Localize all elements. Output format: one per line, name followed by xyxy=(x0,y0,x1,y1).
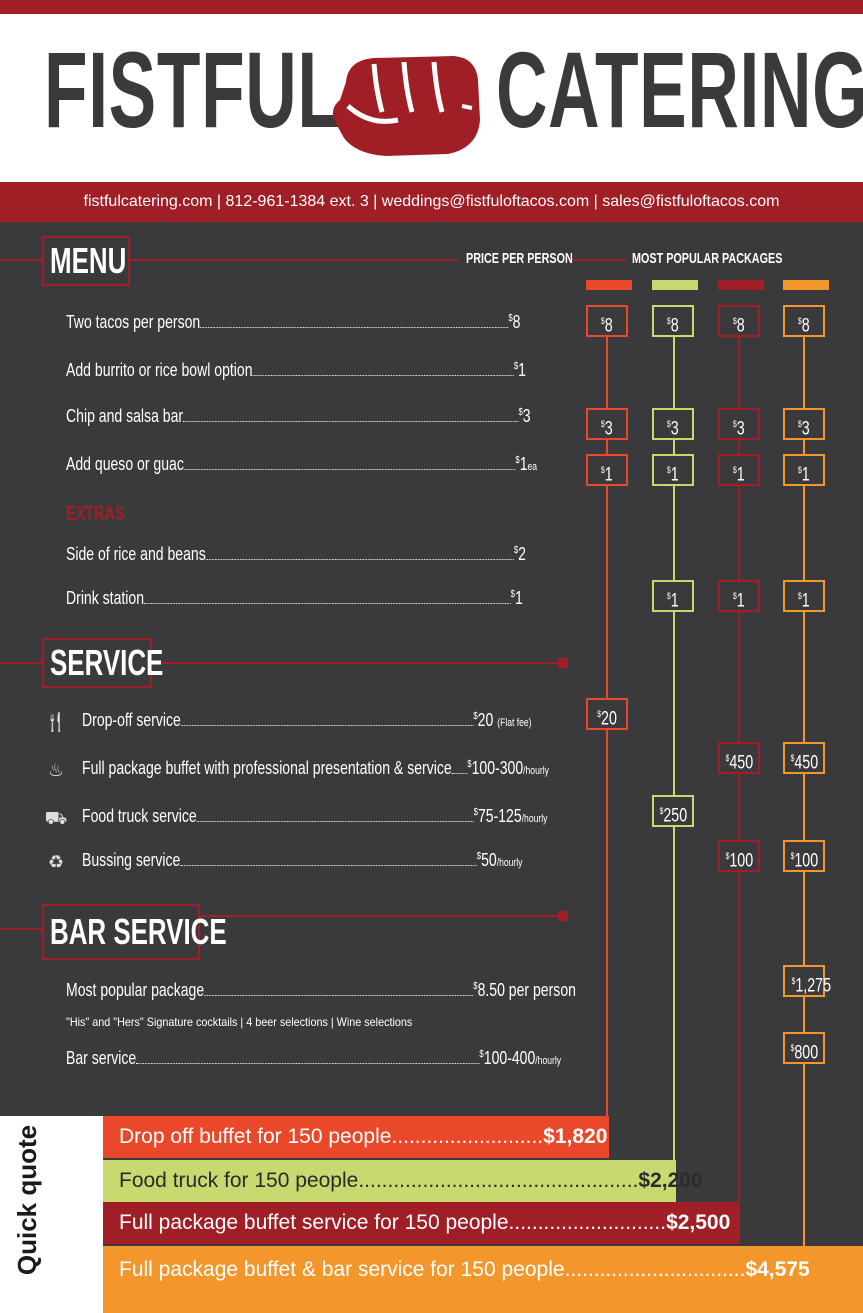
food-truck-icon: ⛟ xyxy=(44,808,68,828)
quote-row-buffet-bar: Full package buffet & bar service for 15… xyxy=(103,1246,863,1313)
header: FISTFUL CATERING xyxy=(0,0,863,182)
bussing-icon: ♻ xyxy=(47,852,65,872)
package-4-popular-bar-price: $1,275 xyxy=(783,965,831,997)
package-1-dropoff-price: $20 xyxy=(586,698,628,730)
bar-rule-right xyxy=(198,915,564,917)
quick-quote-side-panel xyxy=(0,1116,103,1313)
top-accent-bar xyxy=(0,0,863,14)
package-3-buffet-price: $450 xyxy=(718,742,760,774)
package-3-color-bar xyxy=(718,280,764,290)
service-item-bussing: Bussing service$50/hourly xyxy=(82,850,523,870)
menu-title: MENU xyxy=(50,240,127,281)
package-2-line xyxy=(673,320,675,1162)
menu-title-box: MENU xyxy=(42,236,130,286)
package-2-chips-price: $3 xyxy=(652,408,694,440)
quick-quote-label: Quick quote xyxy=(12,1124,42,1276)
package-4-buffet-price: $450 xyxy=(783,742,825,774)
menu-rule-right xyxy=(128,259,458,261)
menu-item-queso: Add queso or guac$1ea xyxy=(66,454,538,474)
chef-hat-icon: ♨ xyxy=(47,760,65,780)
extras-title: EXTRAS xyxy=(66,503,125,525)
bar-item-service: Bar service$100-400/hourly xyxy=(66,1048,562,1068)
quote-row-truck: Food truck for 150 people...............… xyxy=(103,1160,703,1202)
contact-bar: fistfulcatering.com | 812-961-1384 ext. … xyxy=(0,182,863,222)
package-3-queso-price: $1 xyxy=(718,454,760,486)
package-1-color-bar xyxy=(586,280,632,290)
header-rule-mid xyxy=(572,259,626,261)
bar-rule-end xyxy=(558,911,568,921)
quote-row-buffet: Full package buffet service for 150 peop… xyxy=(103,1202,740,1244)
package-4-bar-service-price: $800 xyxy=(783,1032,825,1064)
package-2-truck-price: $250 xyxy=(652,795,694,827)
package-1-chips-price: $3 xyxy=(586,408,628,440)
service-rule-end xyxy=(558,658,568,668)
extra-item-drink: Drink station$1 xyxy=(66,588,523,608)
service-rule-right xyxy=(150,662,564,664)
bar-title: BAR SERVICE xyxy=(50,911,227,952)
package-4-queso-price: $1 xyxy=(783,454,825,486)
service-item-truck: Food truck service$75-125/hourly xyxy=(82,806,548,826)
bar-title-box: BAR SERVICE xyxy=(42,904,227,960)
package-1-tacos-price: $8 xyxy=(586,305,628,337)
package-3-chips-price: $3 xyxy=(718,408,760,440)
package-1-queso-price: $1 xyxy=(586,454,628,486)
price-per-person-header: PRICE PER PERSON xyxy=(466,250,573,267)
brand-word-left: FISTFUL xyxy=(44,29,342,150)
package-4-line xyxy=(803,320,805,1250)
menu-item-chips: Chip and salsa bar$3 xyxy=(66,406,531,426)
popular-packages-header: MOST POPULAR PACKAGES xyxy=(632,250,783,267)
bar-item-popular: Most popular package$8.50 per person xyxy=(66,980,576,1000)
package-2-queso-price: $1 xyxy=(652,454,694,486)
package-3-tacos-price: $8 xyxy=(718,305,760,337)
service-rule-left xyxy=(0,662,44,664)
package-3-drink-price: $1 xyxy=(718,580,760,612)
extra-item-rice: Side of rice and beans$2 xyxy=(66,544,526,564)
package-4-bussing-price: $100 xyxy=(783,840,825,872)
service-item-buffet: Full package buffet with professional pr… xyxy=(82,758,549,778)
package-3-bussing-price: $100 xyxy=(718,840,760,872)
package-2-tacos-price: $8 xyxy=(652,305,694,337)
fist-logo-icon xyxy=(332,56,480,156)
menu-rule-left xyxy=(0,259,44,261)
service-title: SERVICE xyxy=(50,642,164,683)
service-item-dropoff: Drop-off service$20 (Flat fee) xyxy=(82,710,532,730)
package-4-drink-price: $1 xyxy=(783,580,825,612)
brand-word-right: CATERING xyxy=(496,29,863,150)
utensils-icon: 🍴 xyxy=(44,712,68,732)
menu-item-tacos: Two tacos per person$8 xyxy=(66,312,521,332)
service-title-box: SERVICE xyxy=(42,638,163,688)
package-4-tacos-price: $8 xyxy=(783,305,825,337)
package-4-chips-price: $3 xyxy=(783,408,825,440)
bar-note: "His" and "Hers" Signature cocktails | 4… xyxy=(66,1015,413,1029)
quote-row-dropoff: Drop off buffet for 150 people..........… xyxy=(103,1116,609,1158)
bar-rule-left xyxy=(0,928,44,930)
package-2-color-bar xyxy=(652,280,698,290)
menu-item-burrito: Add burrito or rice bowl option$1 xyxy=(66,360,526,380)
package-4-color-bar xyxy=(783,280,829,290)
package-2-drink-price: $1 xyxy=(652,580,694,612)
